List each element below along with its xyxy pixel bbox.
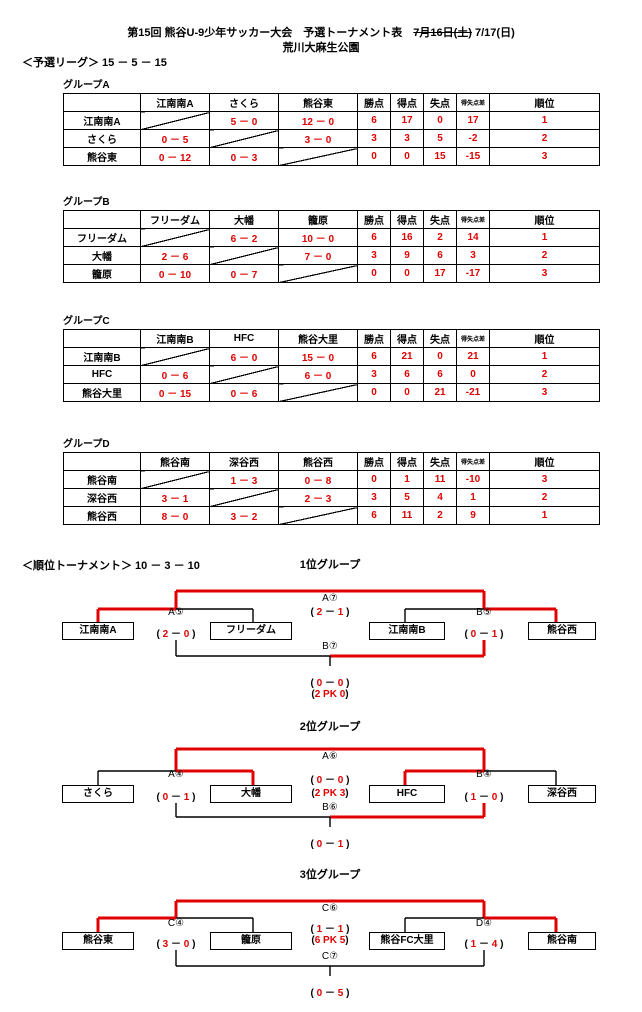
- pk-score: (2 PK 0): [311, 689, 349, 700]
- team-box: 籠原: [210, 932, 292, 950]
- team-box: さくら: [62, 785, 134, 803]
- page-title: 第15回 熊谷U-9少年サッカー大会 予選トーナメント表 7月16日(土) 7/…: [0, 24, 642, 40]
- final-score: ( 2 － 1 ): [310, 607, 350, 618]
- header-row: フリーダム大幡籠原勝点得点失点得失点差順位: [63, 210, 600, 229]
- header-row: 熊谷南深谷西熊谷西勝点得点失点得失点差順位: [63, 452, 600, 471]
- match-label: A⑤: [168, 607, 184, 618]
- group-label: グループD: [63, 439, 110, 450]
- title-original-date: 7月16日(土): [413, 27, 472, 39]
- group-label: グループB: [63, 197, 110, 208]
- stat-cell: 0: [357, 264, 391, 283]
- group-label: グループA: [63, 80, 110, 91]
- third-place-score: ( 0 － 0 ): [310, 678, 350, 689]
- bracket-title: 1位グループ: [299, 559, 361, 571]
- self-match-cell: [209, 246, 279, 265]
- semi-score: ( 0 － 1 ): [156, 792, 196, 803]
- match-label: B④: [476, 769, 492, 780]
- match-label: C⑦: [321, 951, 339, 962]
- team-box: 熊谷FC大里: [369, 932, 445, 950]
- semi-score: ( 1 － 4 ): [464, 939, 504, 950]
- final-score: ( 1 － 1 ): [310, 924, 350, 935]
- pk-score: (2 PK 3): [311, 788, 349, 799]
- team-box: フリーダム: [210, 622, 292, 640]
- match-label: B⑥: [322, 802, 338, 813]
- match-label: B⑤: [476, 607, 492, 618]
- match-label: D④: [475, 918, 493, 929]
- self-match-cell: [140, 470, 210, 489]
- self-match-cell: [278, 506, 358, 525]
- final-score: ( 0 － 0 ): [310, 775, 350, 786]
- team-box: 熊谷南: [528, 932, 596, 950]
- group-label: グループC: [63, 316, 110, 327]
- stat-cell: -17: [456, 264, 490, 283]
- team-box: 大幡: [210, 785, 292, 803]
- self-match-cell: [209, 129, 279, 148]
- team-box: HFC: [369, 785, 445, 803]
- match-label: C④: [167, 918, 185, 929]
- venue: 荒川大麻生公園: [282, 42, 360, 54]
- team-box: 深谷西: [528, 785, 596, 803]
- team-box: 江南南B: [369, 622, 445, 640]
- semi-score: ( 2 － 0 ): [156, 629, 196, 640]
- tournament-section-label: ＜順位トーナメント＞ 10 － 3 － 10: [22, 560, 200, 572]
- title-main: 第15回 熊谷U-9少年サッカー大会 予選トーナメント表: [127, 27, 414, 39]
- stat-cell: 9: [456, 506, 490, 525]
- stat-cell: 15: [423, 147, 457, 166]
- stat-cell: 3: [489, 264, 600, 283]
- self-match-cell: [140, 347, 210, 366]
- team-box: 江南南A: [62, 622, 134, 640]
- team-box: 熊谷西: [528, 622, 596, 640]
- third-place-score: ( 0 － 5 ): [310, 988, 350, 999]
- match-result: 0 － 7: [209, 264, 279, 283]
- third-place-score: ( 0 － 1 ): [310, 839, 350, 850]
- match-label: C⑥: [321, 903, 339, 914]
- team-box: 熊谷東: [62, 932, 134, 950]
- stat-cell: 11: [390, 506, 424, 525]
- semi-score: ( 3 － 0 ): [156, 939, 196, 950]
- league-section-label: ＜予選リーグ＞ 15 － 5 － 15: [22, 57, 167, 69]
- stat-cell: 3: [489, 383, 600, 402]
- self-match-cell: [209, 365, 279, 384]
- match-result: 3 － 2: [209, 506, 279, 525]
- bracket-title: 3位グループ: [299, 869, 361, 881]
- semi-score: ( 0 － 1 ): [464, 629, 504, 640]
- self-match-cell: [278, 264, 358, 283]
- stat-cell: 21: [423, 383, 457, 402]
- row-team-name: 籠原: [63, 264, 141, 283]
- pk-score: (6 PK 5): [311, 935, 349, 946]
- match-label: A⑥: [322, 751, 338, 762]
- match-label: A⑦: [322, 593, 338, 604]
- stat-cell: -15: [456, 147, 490, 166]
- match-label: B⑦: [322, 641, 338, 652]
- self-match-cell: [140, 111, 210, 130]
- semi-score: ( 1 － 0 ): [464, 792, 504, 803]
- match-label: A④: [168, 769, 184, 780]
- stat-cell: 1: [489, 506, 600, 525]
- self-match-cell: [278, 147, 358, 166]
- bracket-title: 2位グループ: [299, 721, 361, 733]
- title-new-date: 7/17(日): [471, 27, 515, 39]
- row-team-name: 熊谷西: [63, 506, 141, 525]
- stat-cell: 3: [489, 147, 600, 166]
